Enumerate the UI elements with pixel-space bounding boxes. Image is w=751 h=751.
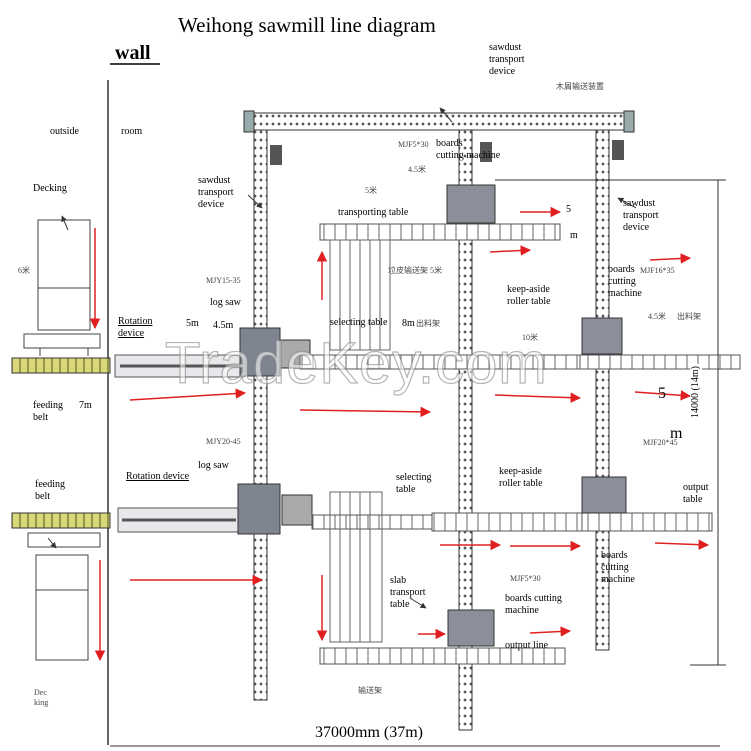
feeding-bottom-label: feeding belt xyxy=(35,479,65,502)
boards-cutting-top-label: boards cutting machine xyxy=(436,138,501,161)
mjy2045-model: MJY20-45 xyxy=(206,437,241,446)
log-saw-top-label: log saw xyxy=(210,297,241,308)
sel-8m: 8m xyxy=(402,318,415,329)
decking-bottom-label: Dec king xyxy=(34,688,49,707)
sawdust-left-label: sawdust transport device xyxy=(198,175,234,210)
rotation-bottom-label: Rotation device xyxy=(126,471,190,482)
feeding-belt-upper xyxy=(11,357,111,374)
boards-cutting-machine-right-upper xyxy=(581,317,623,355)
keep-aside-bottom-label: keep-aside roller table xyxy=(499,466,543,489)
sawdust-right-label: sawdust transport device xyxy=(623,198,659,233)
five-m-b: 5m xyxy=(186,318,199,329)
len-6: 6米 xyxy=(18,266,30,275)
watermark: TradeKey.com xyxy=(164,330,548,396)
keep-aside-top-label: keep-aside roller table xyxy=(507,284,551,307)
seven-m: 7m xyxy=(79,400,92,411)
dimension-height: 14000 (14m) xyxy=(690,364,702,420)
mjf1635-model: MJF16*35 xyxy=(640,266,675,275)
flow-arrows xyxy=(89,206,710,662)
sawdust-top-cn-label: 木屑输送装置 xyxy=(556,82,604,91)
outside-label: outside xyxy=(50,126,79,137)
transporting-table-label: transporting table xyxy=(338,207,409,218)
garbage-cn-label: 垃皮输送架 5米 xyxy=(388,266,442,275)
output-table-label: output table xyxy=(683,482,709,505)
sawdust-top-label: sawdust transport device xyxy=(489,42,525,77)
len-5-top: 5米 xyxy=(365,186,377,195)
selecting-table-top xyxy=(329,239,391,351)
rotation-top-label: Rotation device xyxy=(118,316,153,339)
boards-cutting-bottom-label: boards cutting machine xyxy=(505,593,562,616)
selecting-table-bottom xyxy=(329,491,383,643)
five-m-a: 5 xyxy=(566,204,571,215)
out-cn-right: 出料架 xyxy=(677,312,701,321)
upper-main-line xyxy=(114,327,741,378)
len-10: 10米 xyxy=(522,333,538,342)
boards-cutting-machine-right-lower xyxy=(581,476,627,514)
dimension-width: 37000mm (37m) xyxy=(313,724,425,742)
feeding-belt-lower xyxy=(11,512,111,529)
len-45-right: 4.5米 xyxy=(648,312,666,321)
diagram-title: Weihong sawmill line diagram xyxy=(178,13,436,37)
selecting-bottom-label: selecting table xyxy=(396,472,432,495)
output-line-bottom xyxy=(319,609,566,665)
guide-arrows xyxy=(47,107,637,609)
slab-transport-label: slab transport table xyxy=(390,575,426,610)
wall-line xyxy=(107,63,160,745)
len-45-saw: 4.5m xyxy=(213,320,234,331)
five-m-a-unit: m xyxy=(570,230,578,241)
vertical-sawdust-conveyors xyxy=(253,129,624,731)
wall-label: wall xyxy=(115,42,151,64)
transporting-table xyxy=(319,223,561,241)
lower-main-line xyxy=(117,483,713,535)
decking-top-label: Decking xyxy=(33,183,67,194)
log-saw-bottom-label: log saw xyxy=(198,460,229,471)
output-line-label: output line xyxy=(505,640,549,651)
sel-cn: 出料架 xyxy=(416,319,440,328)
mjf530-bottom-model: MJF5*30 xyxy=(510,574,541,583)
boards-cutting-machine-top xyxy=(446,184,496,224)
five-m-c: 5 xyxy=(658,385,666,402)
feeding-top-label: feeding belt xyxy=(33,400,63,423)
len-45-top: 4.5米 xyxy=(408,165,426,174)
decking-lower xyxy=(27,532,101,661)
mjy1535-model: MJY15-35 xyxy=(206,276,241,285)
mjf530-top-model: MJF5*30 xyxy=(398,140,429,149)
mjf-right-small: MJF20*45 xyxy=(643,438,678,447)
boards-cutting-right-label: boards cutting machine xyxy=(608,264,642,299)
selecting-top-label: selecting table xyxy=(330,317,388,328)
dimension-lines xyxy=(110,179,726,747)
boards-cutting-bottom-right-label: boards cutting machine xyxy=(601,550,635,585)
out-cn-bottom: 输送架 xyxy=(358,686,382,695)
five-m-c-unit: m xyxy=(670,425,683,442)
room-label: room xyxy=(121,126,143,137)
decking-upper xyxy=(23,219,101,356)
top-sawdust-beam xyxy=(243,110,635,133)
